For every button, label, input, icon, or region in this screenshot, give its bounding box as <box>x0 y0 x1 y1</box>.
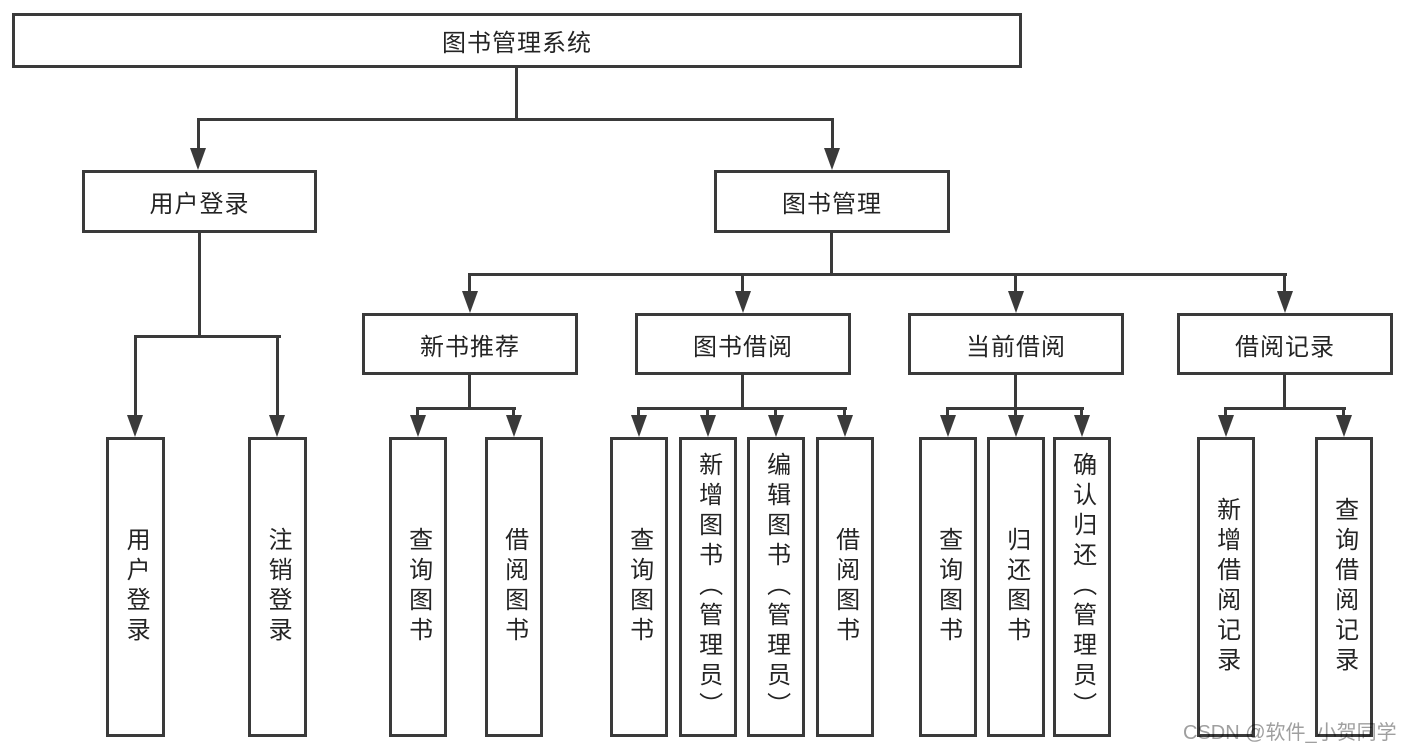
leaf-query-books: 查询图书 <box>389 437 447 737</box>
arrowhead-icon <box>1336 415 1352 437</box>
arrowhead-icon <box>1074 415 1090 437</box>
leaf-user-login: 用户登录 <box>106 437 165 737</box>
leaf-label: 新增借阅记录 <box>1212 497 1240 677</box>
leaf-return-books: 归还图书 <box>987 437 1045 737</box>
leaf-query-books: 查询图书 <box>610 437 668 737</box>
connector-line <box>515 68 518 118</box>
node-label: 新书推荐 <box>420 333 520 361</box>
node-root-library-system: 图书管理系统 <box>12 13 1022 68</box>
leaf-label: 查询图书 <box>404 527 432 647</box>
connector-line <box>512 407 515 417</box>
arrowhead-icon <box>1218 415 1234 437</box>
leaf-label: 借阅图书 <box>831 527 859 647</box>
leaf-logout: 注销登录 <box>248 437 307 737</box>
leaf-query-books: 查询图书 <box>919 437 977 737</box>
connector-line <box>197 118 200 150</box>
arrowhead-icon <box>506 415 522 437</box>
connector-line <box>946 407 949 417</box>
node-borrow-records: 借阅记录 <box>1177 313 1393 375</box>
node-new-book-recommend: 新书推荐 <box>362 313 578 375</box>
node-label: 用户登录 <box>149 191 250 218</box>
node-user-login: 用户登录 <box>82 170 317 233</box>
leaf-label: 归还图书 <box>1002 527 1030 647</box>
connector-line <box>1224 407 1227 417</box>
connector-line <box>1014 407 1017 417</box>
connector-line <box>134 335 137 417</box>
connector-line <box>198 233 201 337</box>
arrowhead-icon <box>1008 291 1024 313</box>
arrowhead-icon <box>940 415 956 437</box>
arrowhead-icon <box>1008 415 1024 437</box>
connector-line <box>468 375 471 409</box>
node-label: 当前借阅 <box>966 333 1066 361</box>
arrowhead-icon <box>1277 291 1293 313</box>
connector-line <box>637 407 640 417</box>
arrowhead-icon <box>127 415 143 437</box>
arrowhead-icon <box>269 415 285 437</box>
connector-line <box>416 407 516 410</box>
node-label: 图书管理 <box>782 191 882 218</box>
connector-line <box>197 118 834 121</box>
leaf-label: 编辑图书（管理员） <box>762 452 790 722</box>
arrowhead-icon <box>462 291 478 313</box>
node-label: 借阅记录 <box>1235 333 1335 361</box>
connector-line <box>1342 407 1345 417</box>
leaf-label: 注销登录 <box>264 527 292 647</box>
arrowhead-icon <box>631 415 647 437</box>
csdn-watermark: CSDN @软件_小贺同学 <box>1183 722 1397 744</box>
leaf-label: 查询图书 <box>934 527 962 647</box>
arrowhead-icon <box>700 415 716 437</box>
leaf-label: 用户登录 <box>122 527 150 647</box>
leaf-query-borrow-record: 查询借阅记录 <box>1315 437 1373 737</box>
connector-line <box>706 407 709 417</box>
leaf-confirm-return-admin: 确认归还（管理员） <box>1053 437 1111 737</box>
leaf-label: 确认归还（管理员） <box>1068 452 1096 722</box>
arrowhead-icon <box>410 415 426 437</box>
node-current-borrow: 当前借阅 <box>908 313 1124 375</box>
connector-line <box>843 407 846 417</box>
leaf-label: 查询图书 <box>625 527 653 647</box>
connector-line <box>637 407 847 410</box>
leaf-add-borrow-record: 新增借阅记录 <box>1197 437 1255 737</box>
connector-line <box>1283 273 1286 295</box>
connector-line <box>1080 407 1083 417</box>
connector-line <box>468 273 1287 276</box>
connector-line <box>741 375 744 409</box>
connector-line <box>830 233 833 275</box>
node-label: 图书借阅 <box>693 333 793 361</box>
connector-line <box>416 407 419 417</box>
leaf-borrow-books: 借阅图书 <box>816 437 874 737</box>
node-book-borrow: 图书借阅 <box>635 313 851 375</box>
arrowhead-icon <box>824 148 840 170</box>
connector-line <box>831 118 834 150</box>
leaf-add-books-admin: 新增图书（管理员） <box>679 437 737 737</box>
connector-line <box>1283 375 1286 409</box>
node-label: 图书管理系统 <box>442 30 592 57</box>
arrowhead-icon <box>837 415 853 437</box>
connector-line <box>774 407 777 417</box>
arrowhead-icon <box>735 291 751 313</box>
connector-line <box>1014 273 1017 295</box>
leaf-label: 新增图书（管理员） <box>694 452 722 722</box>
leaf-label: 查询借阅记录 <box>1330 497 1358 677</box>
connector-line <box>1224 407 1346 410</box>
leaf-edit-books-admin: 编辑图书（管理员） <box>747 437 805 737</box>
node-book-management: 图书管理 <box>714 170 950 233</box>
leaf-borrow-books: 借阅图书 <box>485 437 543 737</box>
connector-line <box>468 273 471 295</box>
leaf-label: 借阅图书 <box>500 527 528 647</box>
arrowhead-icon <box>190 148 206 170</box>
connector-line <box>134 335 281 338</box>
connector-line <box>741 273 744 295</box>
connector-line <box>1014 375 1017 409</box>
arrowhead-icon <box>768 415 784 437</box>
connector-line <box>276 335 279 417</box>
